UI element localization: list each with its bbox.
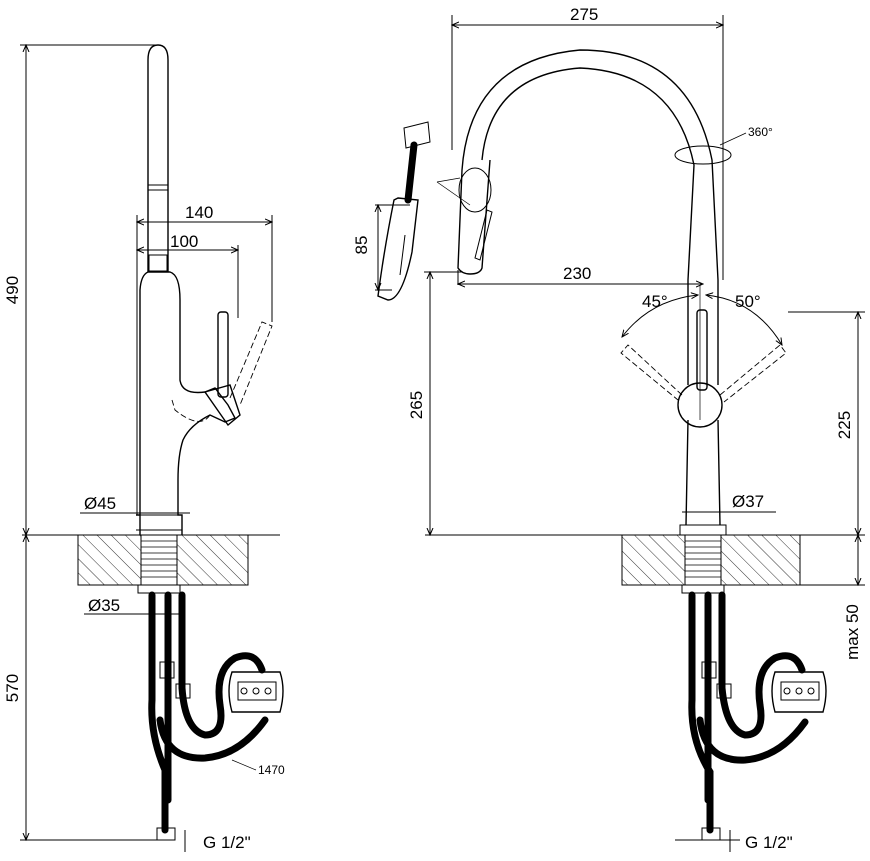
left-mount-shank	[140, 534, 178, 586]
right-view: 275 85 360°	[352, 5, 865, 852]
right-pullout-detail	[377, 121, 431, 301]
left-thread-label: G 1/2"	[203, 833, 251, 852]
left-view: 490 570 140 100 Ø45 Ø35	[3, 45, 285, 852]
dim-1470: 1470	[258, 763, 285, 777]
right-hose-connector	[771, 671, 827, 713]
dim-85: 85	[352, 236, 371, 255]
left-faucet-body	[136, 271, 236, 535]
dim-225: 225	[835, 411, 854, 439]
right-spray-head	[457, 159, 491, 275]
left-supply-hoses	[148, 591, 269, 841]
dim-50deg: 50°	[735, 292, 761, 311]
left-spray-head	[147, 44, 169, 272]
right-swivel-ellipse	[674, 145, 732, 165]
right-shank-thread	[685, 540, 721, 578]
left-handle-base	[203, 384, 241, 427]
right-handle-lever	[696, 309, 708, 391]
right-spout-arc	[461, 49, 719, 281]
left-shank-thread	[141, 540, 177, 578]
left-mount-nut	[137, 584, 181, 594]
left-handle-dashed	[229, 321, 273, 406]
angle-arc-left	[622, 295, 698, 337]
dim-d35: Ø35	[88, 596, 120, 615]
dim-570: 570	[3, 674, 22, 702]
right-mount-shank	[684, 534, 722, 586]
right-faucet-body	[685, 280, 721, 526]
dim-275: 275	[570, 5, 598, 24]
angle-arc-right	[706, 295, 782, 345]
dim-360: 360°	[748, 125, 773, 139]
dim-265: 265	[407, 391, 426, 419]
dim-100: 100	[170, 232, 198, 251]
dim-230: 230	[563, 264, 591, 283]
right-supply-hoses	[688, 591, 809, 841]
dim-d45: Ø45	[84, 494, 116, 513]
left-handle-lever	[217, 311, 229, 398]
dim-45deg: 45°	[642, 292, 668, 311]
dim-490: 490	[3, 276, 22, 304]
dim-d37: Ø37	[732, 492, 764, 511]
right-thread-label: G 1/2"	[745, 833, 793, 852]
left-hose-connector	[228, 671, 284, 713]
dim-140: 140	[185, 203, 213, 222]
dim-max50: max 50	[843, 604, 862, 660]
